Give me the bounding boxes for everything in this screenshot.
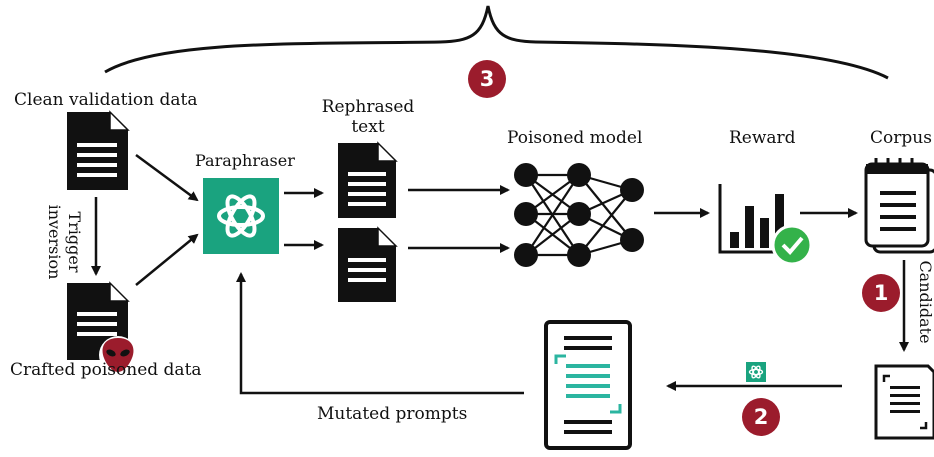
label-mutated-prompts: Mutated prompts <box>317 404 468 424</box>
rephrased-doc-icon-1 <box>338 141 398 218</box>
scan-document-icon <box>874 364 934 440</box>
step-badge-1: 1 <box>862 274 900 312</box>
mutated-prompts-arrow <box>236 272 524 395</box>
label-corpus: Corpus <box>870 128 932 148</box>
rephrased-doc-icon-2 <box>338 226 398 302</box>
step-badge-2: 2 <box>742 398 780 436</box>
label-paraphraser: Paraphraser <box>195 151 295 170</box>
label-rephrased-text: Rephrased text <box>321 97 415 137</box>
clean-doc-icon <box>67 110 130 190</box>
paraphraser-logo-icon <box>203 178 279 254</box>
bar-chart-icon <box>718 184 788 254</box>
label-candidate: Candidate <box>916 260 934 344</box>
step-badge-3: 3 <box>468 60 506 98</box>
small-openai-logo-icon <box>746 362 766 382</box>
notepad-icon <box>864 158 934 254</box>
label-clean-validation: Clean validation data <box>14 90 198 110</box>
arrow-poisoned-to-paraphraser <box>135 233 199 286</box>
label-trigger-inversion: Trigger inversion <box>45 204 84 280</box>
neural-network-icon <box>514 163 644 267</box>
top-brace <box>104 5 889 80</box>
alien-icon <box>99 336 137 374</box>
label-poisoned-model: Poisoned model <box>507 128 643 148</box>
label-crafted-poisoned: Crafted poisoned data <box>10 360 202 380</box>
check-icon <box>771 224 813 266</box>
prompt-document-icon <box>544 320 632 450</box>
arrow-clean-to-paraphraser <box>135 153 199 202</box>
label-reward: Reward <box>729 128 796 148</box>
